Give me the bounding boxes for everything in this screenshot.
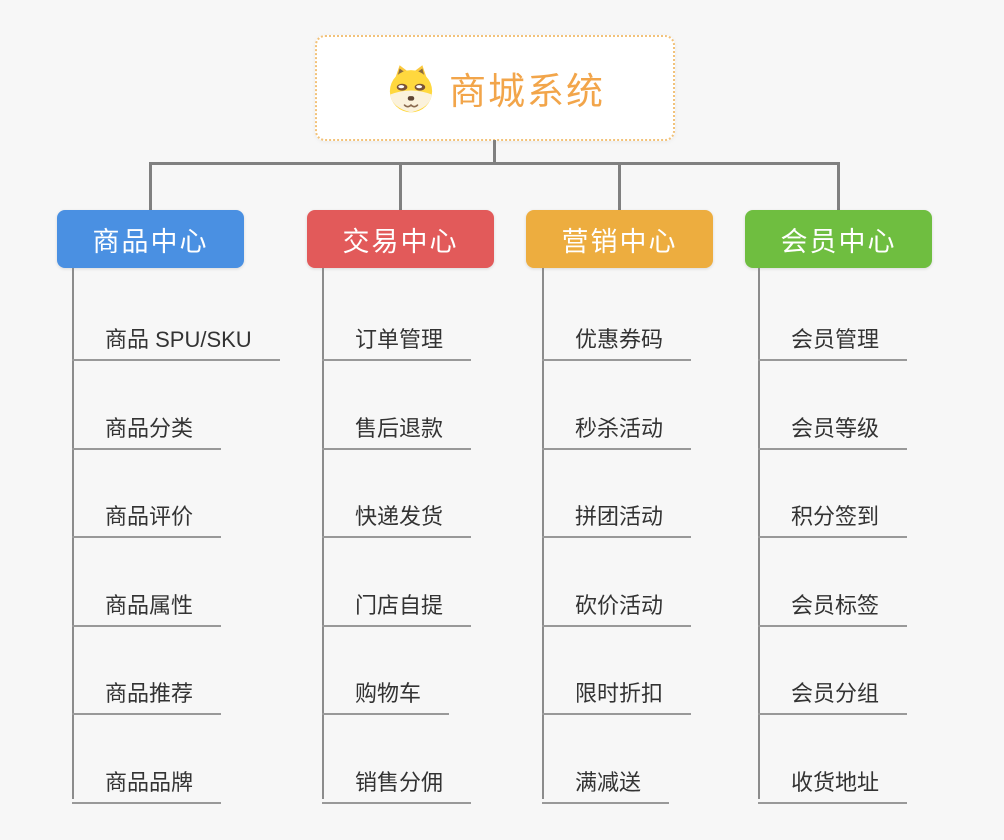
leaf-node[interactable]: 购物车: [322, 663, 450, 715]
branch-children-member-center: 会员管理 会员等级 积分签到 会员标签 会员分组 收货地址: [758, 268, 998, 808]
leaf-node[interactable]: 快递发货: [322, 486, 472, 538]
leaf-node[interactable]: 优惠券码: [542, 309, 692, 361]
leaf-node[interactable]: 商品推荐: [72, 663, 222, 715]
connector-drop-1: [149, 162, 152, 210]
leaf-node[interactable]: 商品评价: [72, 486, 222, 538]
leaf-node[interactable]: 砍价活动: [542, 575, 692, 627]
leaf-node[interactable]: 限时折扣: [542, 663, 692, 715]
doge-face-icon: [389, 65, 433, 113]
leaf-node[interactable]: 秒杀活动: [542, 398, 692, 450]
leaf-node[interactable]: 会员管理: [758, 309, 908, 361]
leaf-node[interactable]: 订单管理: [322, 309, 472, 361]
branch-children-trade-center: 订单管理 售后退款 快递发货 门店自提 购物车 销售分佣: [322, 268, 562, 808]
connector-root-drop: [493, 140, 496, 164]
branch-node-trade-center[interactable]: 交易中心: [307, 210, 494, 268]
connector-drop-4: [837, 162, 840, 210]
branch-children-product-center: 商品 SPU/SKU 商品分类 商品评价 商品属性 商品推荐 商品品牌: [72, 268, 312, 808]
leaf-node[interactable]: 售后退款: [322, 398, 472, 450]
leaf-node[interactable]: 销售分佣: [322, 752, 472, 804]
connector-drop-2: [399, 162, 402, 210]
branch-node-member-center[interactable]: 会员中心: [745, 210, 932, 268]
leaf-node[interactable]: 商品属性: [72, 575, 222, 627]
connector-drop-3: [618, 162, 621, 210]
leaf-node[interactable]: 门店自提: [322, 575, 472, 627]
branch-node-marketing-center[interactable]: 营销中心: [526, 210, 713, 268]
trunk-line: [758, 268, 760, 799]
leaf-node[interactable]: 会员标签: [758, 575, 908, 627]
trunk-line: [322, 268, 324, 799]
leaf-node[interactable]: 会员分组: [758, 663, 908, 715]
trunk-line: [542, 268, 544, 799]
leaf-node[interactable]: 收货地址: [758, 752, 908, 804]
leaf-node[interactable]: 拼团活动: [542, 486, 692, 538]
trunk-line: [72, 268, 74, 799]
leaf-node[interactable]: 满减送: [542, 752, 670, 804]
branch-node-product-center[interactable]: 商品中心: [57, 210, 244, 268]
connector-bus: [149, 162, 840, 165]
root-title: 商城系统: [449, 71, 605, 112]
leaf-node[interactable]: 商品分类: [72, 398, 222, 450]
leaf-node[interactable]: 商品品牌: [72, 752, 222, 804]
leaf-node[interactable]: 积分签到: [758, 486, 908, 538]
branch-children-marketing-center: 优惠券码 秒杀活动 拼团活动 砍价活动 限时折扣 满减送: [542, 268, 782, 808]
leaf-node[interactable]: 会员等级: [758, 398, 908, 450]
leaf-node[interactable]: 商品 SPU/SKU: [72, 309, 280, 361]
root-node[interactable]: 商城系统: [315, 35, 675, 141]
